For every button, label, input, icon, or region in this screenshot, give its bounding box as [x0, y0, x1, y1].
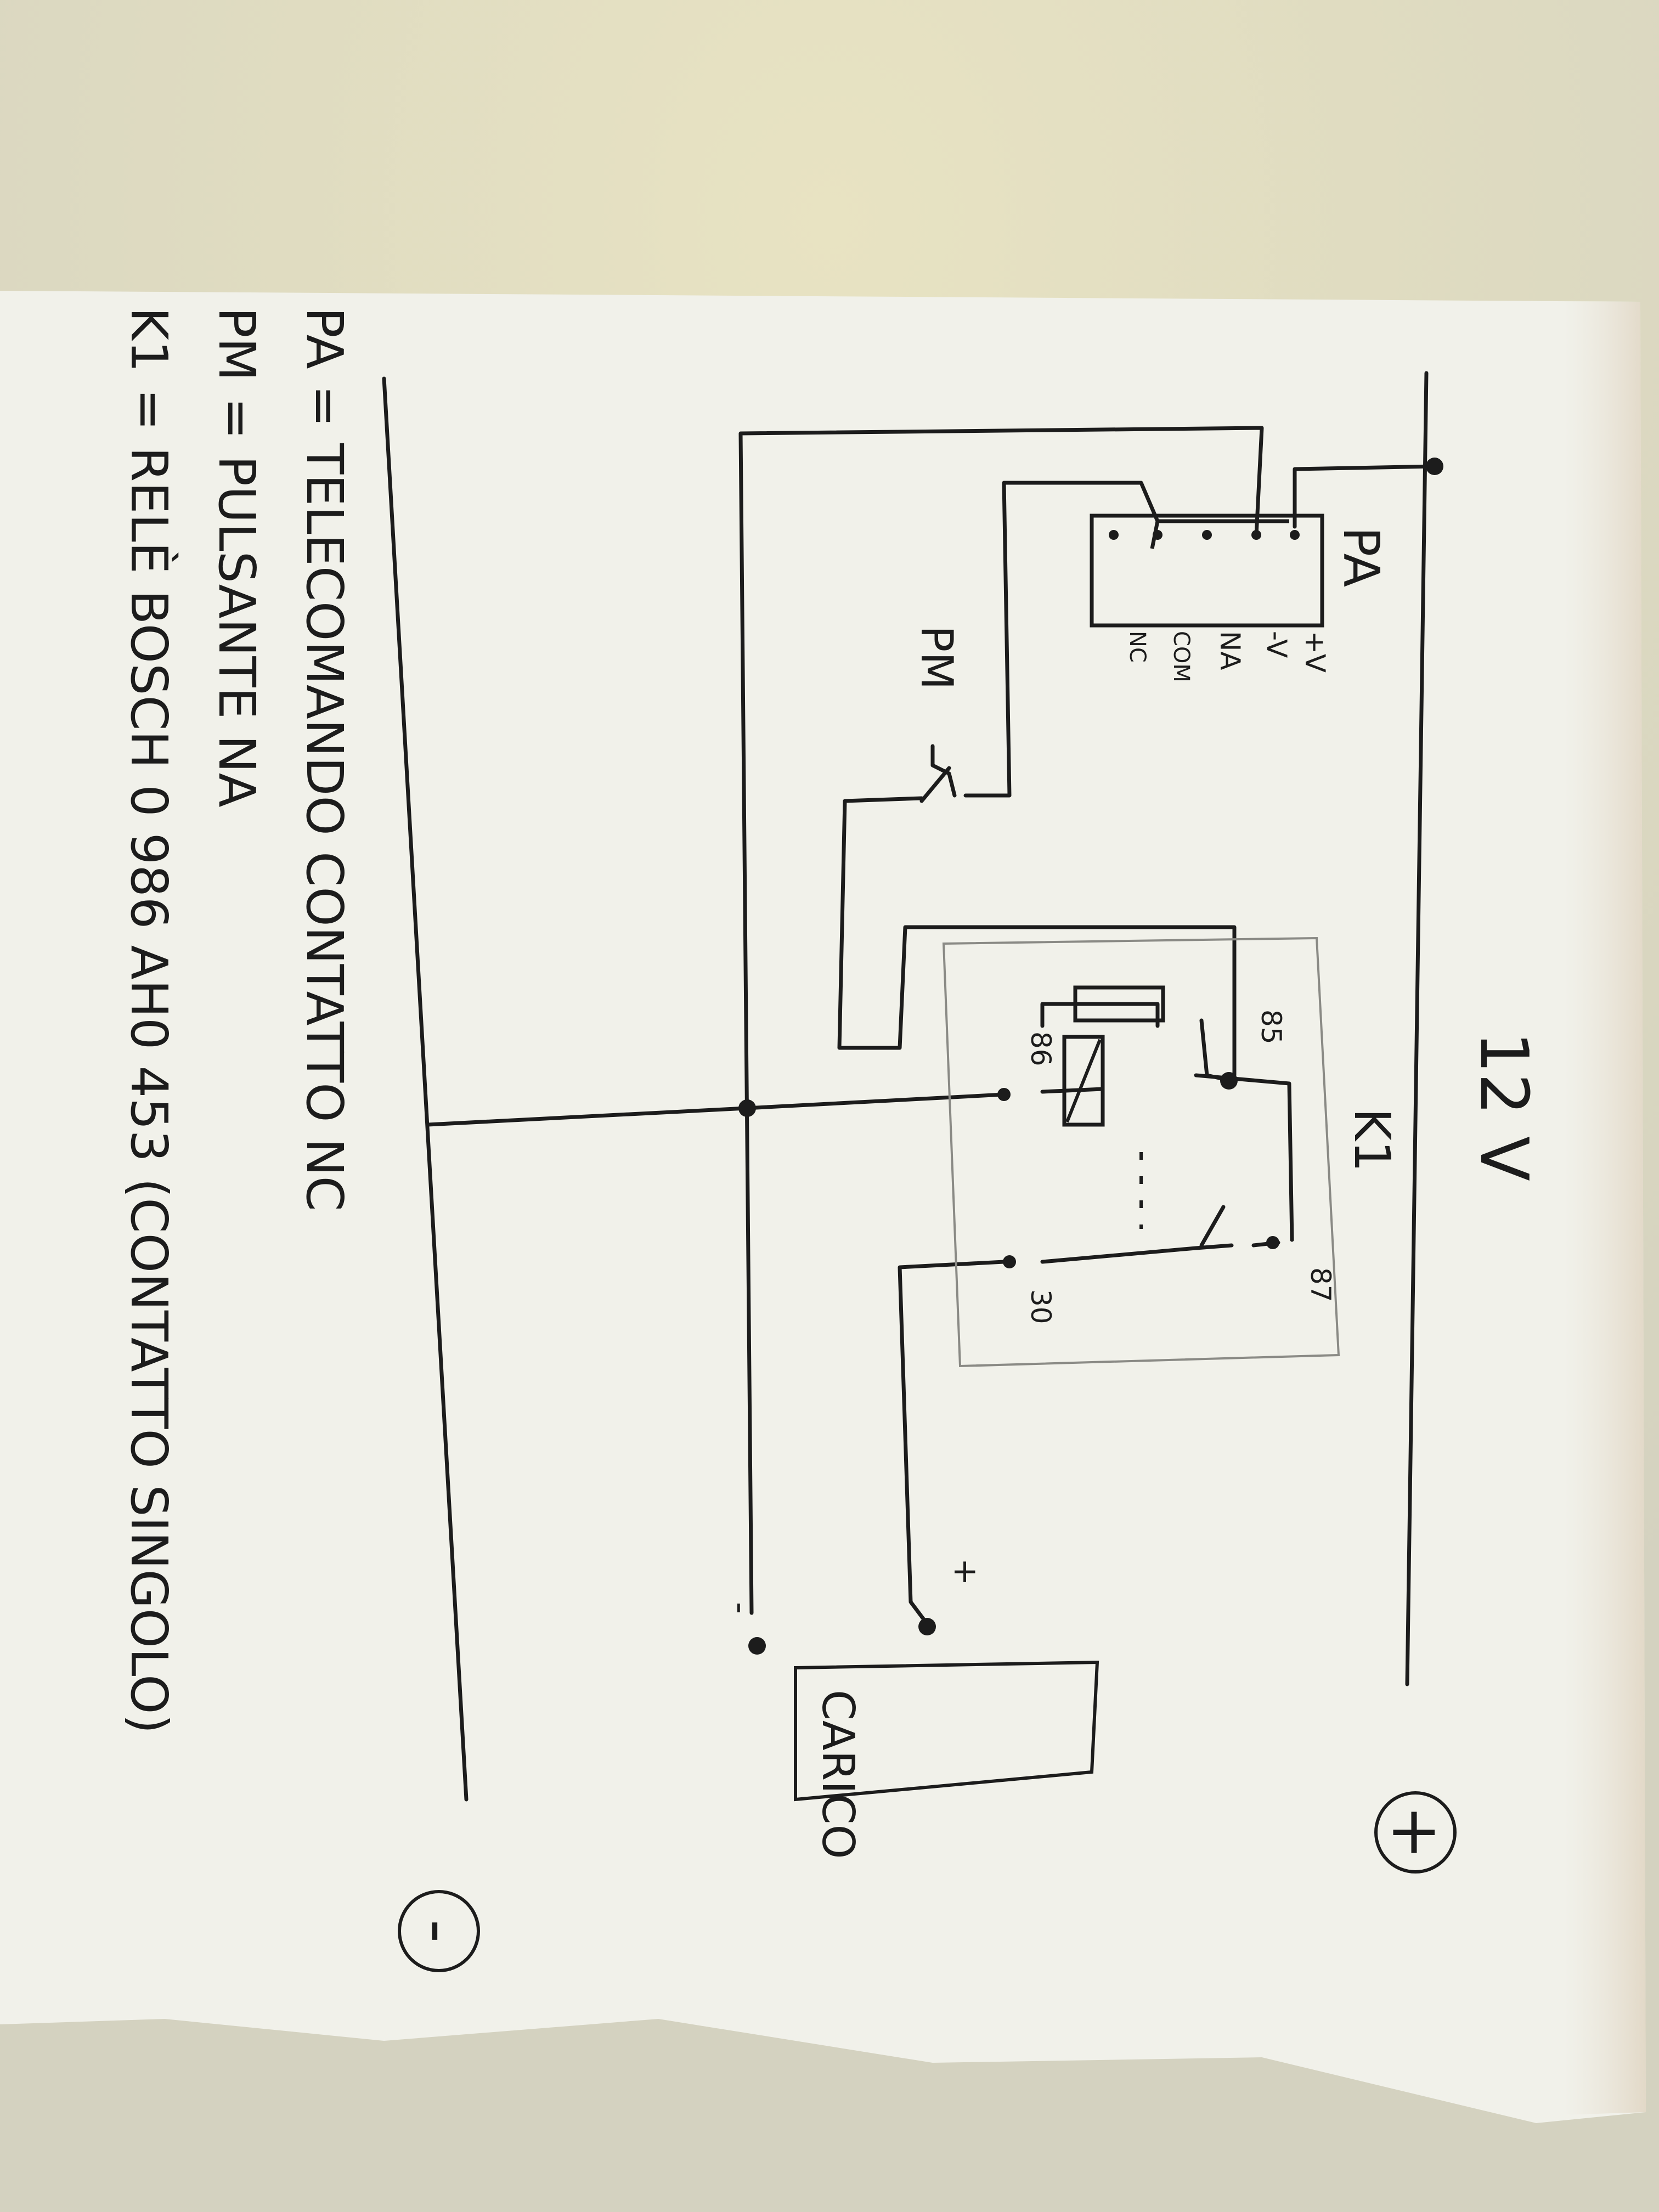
plus-terminal-symbol: +: [1378, 1805, 1454, 1860]
pa-pin-na-label: NA: [1214, 631, 1246, 670]
wire-pa-nc-to-pm: [963, 481, 1160, 798]
load-plus-terminal: [918, 1618, 936, 1635]
relay-diode: [1073, 985, 1165, 1023]
legend-line-1: PA = TELECOMANDO CONTATTO NC: [295, 307, 354, 1211]
relay-pin-85-label: 85: [1255, 1009, 1287, 1045]
wire-85-to-coil: [1199, 1018, 1234, 1083]
pa-pin-na: [1202, 530, 1212, 540]
minus-terminal-circle: [398, 1890, 480, 1972]
legend-line-3: K1 = RELÈ BOSCH 0 986 AH0 453 (CONTATTO …: [120, 307, 179, 1734]
pm-switch-blade: [919, 766, 951, 803]
pa-pin-minus-v: [1251, 530, 1261, 540]
junction-plus-rail: [1426, 458, 1443, 475]
relay-pin-86-label: 86: [1025, 1031, 1057, 1066]
pa-module-top: [1150, 519, 1289, 549]
pa-module-box: [1090, 514, 1324, 628]
negative-rail: [382, 376, 469, 1802]
wire-86-to-coil: [1040, 1087, 1105, 1094]
paper-shadow: [1317, 302, 1646, 2118]
wire-85-side: [1194, 1073, 1294, 1242]
wire-30-to-load-plus: [898, 1260, 1006, 1626]
voltage-label: 12 V: [1465, 1031, 1542, 1181]
load-label: CARICO: [812, 1690, 864, 1859]
wire-30-to-contact: [1040, 1243, 1234, 1264]
pm-push-head: [930, 744, 957, 798]
pa-pin-minus-v-label: -V: [1261, 631, 1293, 658]
relay-coil-diagonal: [1065, 1039, 1102, 1123]
k1-label: K1: [1343, 1108, 1401, 1172]
junction-negative: [738, 1099, 756, 1117]
terminal-30: [1003, 1255, 1016, 1268]
load-box: [794, 1660, 1099, 1802]
wire-pm-to-85: [837, 796, 1237, 1077]
k1-relay-outline: [942, 936, 1340, 1368]
wire-plus-to-pa: [1293, 464, 1437, 529]
pa-pin-com: [1153, 530, 1163, 540]
load-minus-label: -: [721, 1602, 760, 1614]
load-plus-label: +: [946, 1558, 985, 1585]
junction-85: [1220, 1072, 1238, 1090]
paper-sheet: [0, 291, 1646, 2123]
pa-pin-plus-v: [1290, 530, 1300, 540]
junction-dots: [738, 458, 1443, 1655]
relay-pin-30-label: 30: [1025, 1289, 1057, 1324]
pa-pin-com-label: COM: [1169, 631, 1194, 682]
legend: PA = TELECOMANDO CONTATTO NC PM = PULSAN…: [120, 307, 354, 1734]
pm-label: PM: [911, 625, 962, 690]
terminal-87: [1266, 1236, 1279, 1249]
relay-diode-lead: [1040, 1002, 1160, 1028]
relay-contact-blade: [1199, 1205, 1226, 1248]
wire-86-to-negative: [426, 1092, 1006, 1127]
positive-rail: [1405, 371, 1429, 1686]
pa-pin-plus-v-label: +V: [1299, 631, 1331, 673]
load-minus-terminal: [748, 1637, 766, 1655]
terminal-86: [997, 1088, 1011, 1101]
minus-terminal-symbol: -: [401, 1919, 477, 1943]
pa-pin-nc-label: NC: [1125, 631, 1150, 663]
pa-pin-nc: [1109, 530, 1119, 540]
pa-label: PA: [1332, 527, 1390, 587]
legend-line-2: PM = PULSANTE NA: [207, 307, 266, 808]
relay-pin-87-label: 87: [1305, 1267, 1336, 1302]
plus-terminal-circle: [1374, 1791, 1457, 1874]
relay-coil: [1062, 1035, 1105, 1127]
wire-pa-nc-to-load-minus: [738, 426, 1264, 1615]
